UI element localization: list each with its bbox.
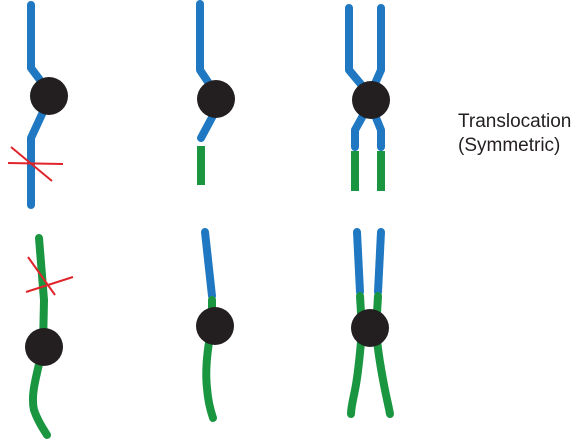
row-1 bbox=[7, 0, 390, 209]
blue-chromatid-left bbox=[353, 228, 364, 296]
centromere bbox=[30, 77, 68, 115]
row1-col1-chromosome bbox=[7, 1, 68, 209]
caption-line-2: (Symmetric) bbox=[458, 135, 561, 156]
diagram-caption: Translocation (Symmetric) bbox=[458, 110, 571, 158]
row2-col1-chromosome bbox=[25, 234, 74, 439]
centromere bbox=[25, 328, 63, 366]
centromere bbox=[197, 80, 235, 118]
blue-chromatid-left bbox=[345, 4, 374, 151]
blue-chromatid-right bbox=[366, 4, 385, 151]
blue-chromosome-arm-lower bbox=[27, 95, 53, 209]
centromere bbox=[351, 309, 389, 347]
row1-col2-chromosome bbox=[196, 0, 235, 185]
row-2 bbox=[25, 228, 394, 439]
centromere bbox=[196, 307, 234, 345]
row2-col2-chromosome bbox=[196, 228, 234, 422]
blue-chromosome-arm bbox=[196, 0, 220, 142]
blue-chromatid-right bbox=[374, 228, 385, 296]
caption-line-1: Translocation bbox=[458, 111, 572, 132]
blue-chromosome-arm bbox=[201, 228, 216, 300]
row1-col3-chromosome bbox=[345, 4, 390, 191]
centromere bbox=[352, 81, 390, 119]
break-mark-icon bbox=[7, 146, 64, 182]
break-mark-icon bbox=[25, 256, 74, 296]
row2-col3-chromosome bbox=[347, 228, 394, 418]
